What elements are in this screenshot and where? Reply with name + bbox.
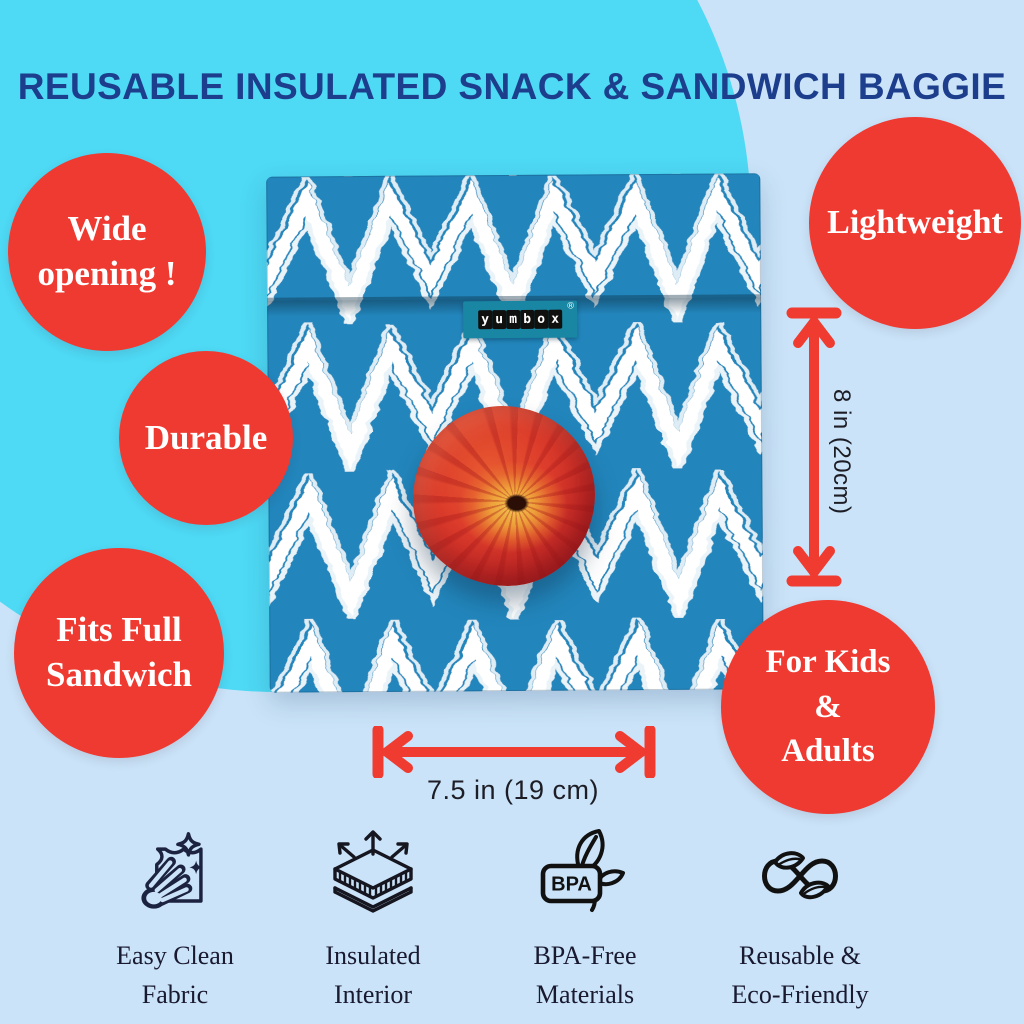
- badge-text: &: [814, 688, 842, 725]
- page-title: REUSABLE INSULATED SNACK & SANDWICH BAGG…: [17, 66, 1007, 107]
- badge-text: opening !: [37, 254, 177, 293]
- badge-text: Sandwich: [46, 655, 192, 694]
- feature-insulated: Insulated Interior: [253, 824, 493, 1014]
- feature-easy-clean: Easy Clean Fabric: [55, 824, 295, 1014]
- badge-durable: Durable: [119, 351, 293, 525]
- feature-bpa-free: BPA BPA-Free Materials: [465, 824, 705, 1014]
- feature-label: Reusable & Eco-Friendly: [731, 941, 869, 1009]
- registered-mark: ®: [566, 301, 576, 312]
- badge-fits-full-sandwich: Fits Full Sandwich: [14, 548, 224, 758]
- badge-text: Lightweight: [827, 204, 1003, 242]
- badge-text: Fits Full: [56, 610, 182, 650]
- easy-clean-icon: [127, 824, 223, 928]
- height-dimension-arrow: [786, 307, 842, 587]
- insulated-icon: [323, 824, 423, 928]
- svg-text:BPA: BPA: [551, 874, 592, 896]
- feature-label: Easy Clean Fabric: [116, 941, 234, 1009]
- feature-reusable: Reusable & Eco-Friendly: [680, 824, 920, 1014]
- badge-text: Adults: [781, 733, 875, 770]
- bpa-free-icon: BPA: [535, 824, 635, 928]
- width-dimension-label: 7.5 in (19 cm): [426, 775, 600, 805]
- height-dimension-label: 8 in (20cm): [828, 389, 855, 515]
- badge-lightweight: Lightweight: [809, 117, 1021, 329]
- badge-for-kids-adults: For Kids & Adults: [721, 600, 935, 814]
- badge-text: Durable: [144, 417, 268, 457]
- badge-wide-opening: Wide opening !: [8, 153, 206, 351]
- feature-label: Insulated Interior: [325, 941, 421, 1009]
- nectarine-photo: [413, 406, 595, 586]
- badge-text: For Kids: [765, 644, 891, 681]
- width-dimension-arrow: [372, 726, 656, 778]
- feature-label: BPA-Free Materials: [533, 941, 637, 1009]
- reusable-icon: [745, 824, 855, 928]
- badge-text: Wide: [67, 209, 147, 249]
